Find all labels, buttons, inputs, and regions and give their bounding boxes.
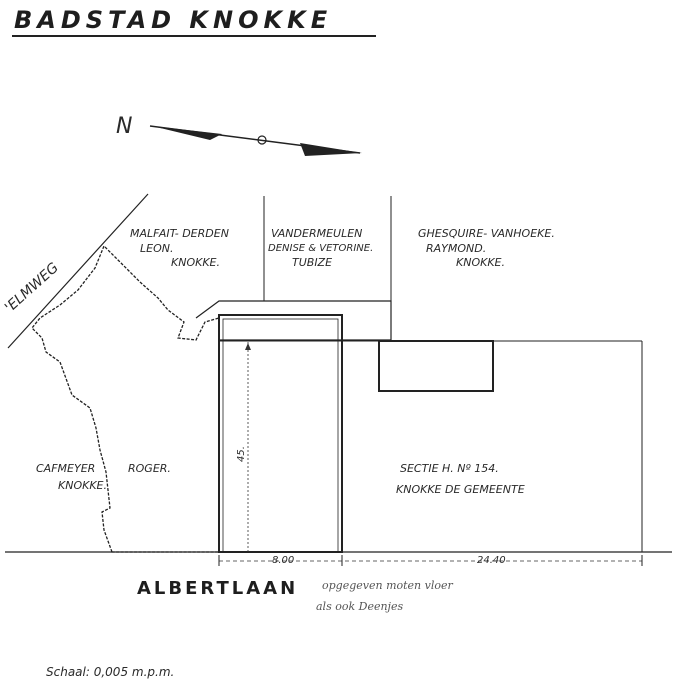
north-arrow-icon: N (116, 114, 362, 156)
street-elmweg: 'ELMWEG (2, 260, 62, 316)
building-gemeente (378, 340, 494, 392)
dimension-width-total: 24.40 (477, 555, 506, 566)
svg-text:GHESQUIRE- VANHOEKE.: GHESQUIRE- VANHOEKE. (418, 227, 555, 240)
svg-text:VANDERMEULEN: VANDERMEULEN (271, 227, 362, 240)
svg-text:MALFAIT- DERDEN: MALFAIT- DERDEN (130, 227, 229, 240)
svg-text:RAYMOND.: RAYMOND. (426, 242, 486, 255)
handwritten-note-1: opgegeven moten vloer (322, 579, 454, 592)
parcel-north-strip (195, 300, 392, 341)
svg-text:KNOKKE DE GEMEENTE: KNOKKE DE GEMEENTE (396, 483, 525, 496)
svg-text:ROGER.: ROGER. (128, 462, 171, 475)
parcel-cafmeyer (31, 244, 220, 553)
handwritten-note-2: als ook Deenjes (316, 600, 403, 613)
svg-text:LEON.: LEON. (140, 242, 173, 255)
plan-title: BADSTAD KNOKKE (14, 6, 332, 34)
svg-text:CAFMEYER: CAFMEYER (36, 462, 95, 475)
owner-sectie: SECTIE H. Nº 154. KNOKKE DE GEMEENTE (396, 462, 525, 496)
svg-text:KNOKKE.: KNOKKE. (171, 256, 220, 269)
svg-text:TUBIZE: TUBIZE (292, 256, 332, 269)
owner-vandermeulen: VANDERMEULEN DENISE & VETORINE. TUBIZE (268, 227, 373, 269)
owner-cafmeyer: CAFMEYER KNOKKE. ROGER. (36, 462, 171, 492)
svg-text:KNOKKE.: KNOKKE. (58, 479, 107, 492)
svg-text:KNOKKE.: KNOKKE. (456, 256, 505, 269)
owner-malfait: MALFAIT- DERDEN LEON. KNOKKE. (130, 227, 229, 269)
street-albertlaan: ALBERTLAAN (137, 578, 298, 599)
scale-label: Schaal: 0,005 m.p.m. (46, 665, 174, 679)
svg-text:DENISE & VETORINE.: DENISE & VETORINE. (268, 243, 373, 254)
north-label: N (116, 114, 132, 139)
dimension-depth: 45. (236, 446, 247, 462)
elmweg-boundary (7, 193, 149, 349)
lot-inner-outline (222, 318, 339, 553)
parcel-subject-lot (218, 314, 343, 553)
owner-ghesquire: GHESQUIRE- VANHOEKE. RAYMOND. KNOKKE. (418, 227, 555, 269)
svg-text:SECTIE H. Nº 154.: SECTIE H. Nº 154. (400, 462, 499, 475)
dimension-width-lot: 8.00 (272, 555, 294, 566)
